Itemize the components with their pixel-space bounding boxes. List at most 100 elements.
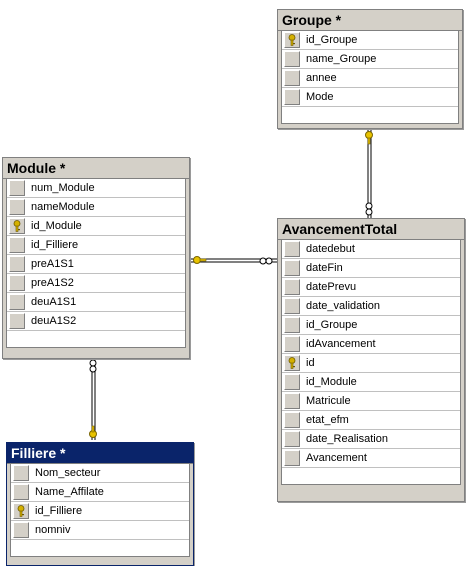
column-row[interactable]: dateFin [282, 259, 460, 278]
key-icon [288, 357, 296, 369]
row-selector[interactable] [284, 317, 300, 333]
column-name: date_Realisation [306, 433, 388, 445]
column-row[interactable]: id [282, 354, 460, 373]
row-selector[interactable] [13, 522, 29, 538]
row-selector[interactable] [9, 199, 25, 215]
column-row[interactable]: id_Filliere [11, 502, 189, 521]
row-selector[interactable] [13, 484, 29, 500]
key-icon [365, 131, 373, 145]
row-selector[interactable] [9, 275, 25, 291]
table-title[interactable]: Module * [3, 158, 189, 179]
column-row[interactable]: datePrevu [282, 278, 460, 297]
row-selector[interactable] [9, 218, 25, 234]
column-row[interactable]: id_Filliere [7, 236, 185, 255]
column-row[interactable]: Avancement [282, 449, 460, 468]
column-row[interactable]: etat_efm [282, 411, 460, 430]
infinity-icon [365, 202, 373, 216]
row-selector[interactable] [284, 450, 300, 466]
column-name: preA1S1 [31, 258, 74, 270]
table-title[interactable]: AvancementTotal [278, 219, 464, 240]
column-row[interactable]: id_Groupe [282, 31, 458, 50]
column-name: datedebut [306, 243, 355, 255]
column-row[interactable]: nomniv [11, 521, 189, 540]
row-selector[interactable] [284, 32, 300, 48]
row-selector[interactable] [284, 279, 300, 295]
column-row[interactable]: id_Module [7, 217, 185, 236]
row-selector[interactable] [9, 313, 25, 329]
empty-row [7, 331, 185, 347]
column-name: Matricule [306, 395, 351, 407]
column-row[interactable]: date_validation [282, 297, 460, 316]
row-selector[interactable] [9, 294, 25, 310]
column-name: name_Groupe [306, 53, 377, 65]
column-name: deuA1S1 [31, 296, 77, 308]
column-row[interactable]: annee [282, 69, 458, 88]
column-name: id_Module [306, 376, 357, 388]
column-row[interactable]: Name_Affilate [11, 483, 189, 502]
row-selector[interactable] [284, 393, 300, 409]
column-row[interactable]: name_Groupe [282, 50, 458, 69]
row-selector[interactable] [9, 237, 25, 253]
key-icon [13, 220, 21, 232]
row-selector[interactable] [284, 374, 300, 390]
column-name: preA1S2 [31, 277, 74, 289]
column-name: deuA1S2 [31, 315, 77, 327]
row-selector[interactable] [284, 89, 300, 105]
row-selector[interactable] [13, 503, 29, 519]
column-name: Name_Affilate [35, 486, 104, 498]
column-row[interactable]: deuA1S1 [7, 293, 185, 312]
column-name: dateFin [306, 262, 343, 274]
row-selector[interactable] [284, 336, 300, 352]
row-selector[interactable] [284, 431, 300, 447]
column-name: id_Groupe [306, 34, 358, 46]
column-row[interactable]: date_Realisation [282, 430, 460, 449]
table-avancementtotal[interactable]: AvancementTotal datedebut dateFin datePrev… [277, 218, 465, 502]
column-name: nomniv [35, 524, 71, 536]
column-name: id_Module [31, 220, 82, 232]
column-row[interactable]: preA1S2 [7, 274, 185, 293]
column-name: datePrevu [306, 281, 357, 293]
column-row[interactable]: id_Groupe [282, 316, 460, 335]
column-name: num_Module [31, 182, 95, 194]
column-name: id_Groupe [306, 319, 358, 331]
column-row[interactable]: preA1S1 [7, 255, 185, 274]
column-name: id_Filliere [31, 239, 79, 251]
column-row[interactable]: id_Module [282, 373, 460, 392]
row-selector[interactable] [284, 298, 300, 314]
row-selector[interactable] [284, 260, 300, 276]
column-row[interactable]: Matricule [282, 392, 460, 411]
row-selector[interactable] [284, 355, 300, 371]
table-title[interactable]: Groupe * [278, 10, 462, 31]
relation-module-avancement[interactable] [190, 256, 278, 265]
column-row[interactable]: num_Module [7, 179, 185, 198]
column-row[interactable]: Mode [282, 88, 458, 107]
column-row[interactable]: datedebut [282, 240, 460, 259]
row-selector[interactable] [284, 70, 300, 86]
relation-groupe-avancement[interactable] [365, 128, 373, 218]
table-title[interactable]: Filliere * [7, 443, 193, 464]
row-selector[interactable] [9, 256, 25, 272]
row-selector[interactable] [284, 412, 300, 428]
column-row[interactable]: nameModule [7, 198, 185, 217]
empty-row [11, 540, 189, 556]
relation-filliere-module[interactable] [89, 358, 97, 440]
row-selector[interactable] [9, 180, 25, 196]
column-row[interactable]: idAvancement [282, 335, 460, 354]
column-name: id [306, 357, 315, 369]
column-row[interactable]: deuA1S2 [7, 312, 185, 331]
column-row[interactable]: Nom_secteur [11, 464, 189, 483]
column-name: Nom_secteur [35, 467, 101, 479]
row-selector[interactable] [284, 241, 300, 257]
column-name: idAvancement [306, 338, 376, 350]
key-icon [89, 425, 97, 438]
column-name: nameModule [31, 201, 95, 213]
row-selector[interactable] [284, 51, 300, 67]
row-selector[interactable] [13, 465, 29, 481]
infinity-icon [89, 359, 97, 373]
